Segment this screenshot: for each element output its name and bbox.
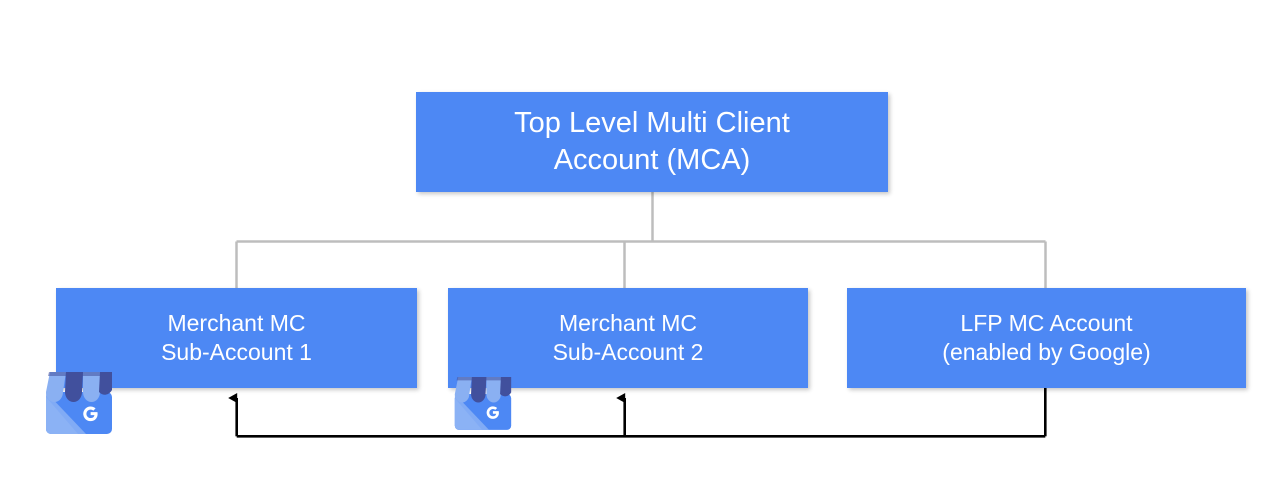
- node-merchant-mc-sub-account-1-label: Merchant MC Sub-Account 1: [161, 309, 312, 365]
- node-merchant-mc-sub-account-2[interactable]: Merchant MC Sub-Account 2: [448, 288, 808, 388]
- node-top-level-mca-label: Top Level Multi Client Account (MCA): [514, 106, 790, 176]
- feedback-connector-black: [228, 388, 1047, 438]
- node-merchant-mc-sub-account-2-label: Merchant MC Sub-Account 2: [552, 309, 704, 365]
- node-merchant-mc-sub-account-1[interactable]: Merchant MC Sub-Account 1: [56, 288, 417, 388]
- node-lfp-mc-account-label: LFP MC Account (enabled by Google): [942, 309, 1151, 365]
- tree-connector-gray: [235, 192, 1047, 289]
- node-top-level-mca[interactable]: Top Level Multi Client Account (MCA): [416, 92, 888, 192]
- node-lfp-mc-account[interactable]: LFP MC Account (enabled by Google): [847, 288, 1246, 388]
